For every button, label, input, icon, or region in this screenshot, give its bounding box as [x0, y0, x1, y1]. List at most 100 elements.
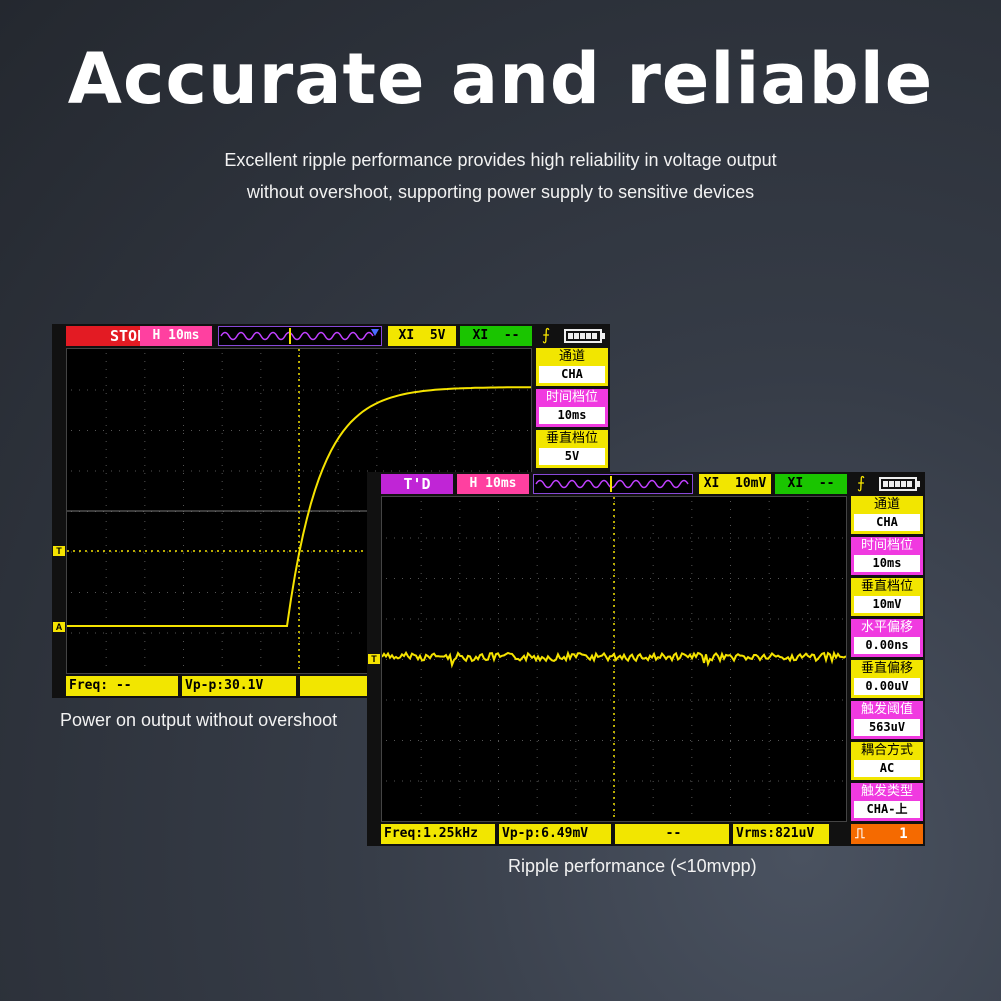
scope2-grid-dot [536, 757, 538, 758]
scope2-grid-dot [522, 699, 523, 701]
scope2-grid-dot [498, 549, 499, 550]
scope1-grid-dot [105, 513, 107, 514]
scope1-grid-dot [105, 465, 107, 466]
scope2-grid-dot [575, 525, 577, 526]
scope2-grid-dot [807, 789, 809, 790]
scope1-grid-dot [144, 481, 146, 482]
scope2-grid-dot [807, 557, 809, 558]
scope2-grid-dot [674, 740, 675, 741]
scope2-grid-dot [594, 578, 595, 579]
scope2-grid-dot [650, 740, 651, 741]
scope2-grid-dot [498, 701, 499, 702]
scope2-grid-dot [546, 578, 547, 579]
scope2-grid-dot [642, 537, 643, 539]
scope2-grid-dot [691, 653, 693, 654]
scope2-grid-dot [730, 749, 731, 750]
scope2-grid-dot [602, 740, 603, 741]
scope1-grid-dot [127, 551, 128, 553]
scope1-grid-dot [105, 369, 107, 370]
scope1-grid-dot [391, 470, 392, 472]
scope2-grid-dot [810, 537, 811, 539]
scope2-grid-dot [652, 613, 654, 614]
scope2-grid-dot [394, 780, 395, 782]
scope2-grid-dot [459, 749, 461, 750]
scope1-grid-dot [453, 369, 455, 370]
scope2-grid-dot [575, 797, 577, 798]
scope1-grid-dot [183, 585, 184, 586]
scope2-grid-dot [434, 659, 435, 660]
scope2-grid-dot [530, 578, 531, 579]
scope1-grid-dot [359, 430, 360, 431]
scope2-grid-dot [614, 637, 615, 638]
scope2-grid-dot [418, 618, 419, 620]
scope2-grid-dot [498, 780, 499, 782]
scope1-grid-dot [260, 617, 262, 618]
scope1-grid-dot [260, 537, 262, 538]
scope1-grid-dot [351, 430, 352, 431]
scope2-grid-dot [602, 537, 603, 539]
scope2-grid-dot [554, 618, 555, 620]
scope2-grid-dot [420, 557, 422, 558]
trigger-edge-icon: ⨍ [541, 327, 551, 344]
scope1-grid-dot [492, 377, 494, 378]
scope2-grid-dot [498, 537, 499, 539]
scope2-grid-dot [650, 578, 651, 579]
scope2-grid-dot [691, 701, 693, 702]
scope2-grid-dot [554, 740, 555, 741]
scope1-grid-dot [221, 593, 223, 594]
scope2-grid-dot [410, 578, 411, 579]
scope2-grid-dot [420, 509, 422, 510]
scope2-grid-dot [578, 578, 579, 579]
scope1-grid-dot [144, 545, 146, 546]
scope1-grid-dot [423, 430, 424, 431]
scope2-grid-dot [768, 589, 770, 590]
scope2-grid-dot [538, 537, 539, 539]
scope1-grid-dot [260, 529, 262, 530]
scope2-grid-dot [768, 645, 770, 646]
scope1-grid-dot [144, 393, 146, 394]
scope2-grid-dot [690, 618, 691, 620]
scope2-grid-dot [459, 797, 461, 798]
scope2-grid-dot [768, 685, 770, 686]
scope1-grid-dot [247, 632, 248, 634]
scope1-grid-dot [287, 470, 288, 472]
scope2-grid-dot [730, 613, 731, 614]
scope1-grid-dot [175, 632, 176, 634]
scope2-grid-dot [674, 780, 675, 782]
scope1-grid-dot [453, 377, 455, 378]
scope1-grid-dot [144, 601, 146, 602]
scope2-grid-dot [722, 740, 723, 741]
scope1-grid-dot [105, 401, 107, 402]
scope2-grid-dot [807, 805, 809, 806]
scope2-grid [381, 497, 847, 821]
scope2-grid-dot [768, 533, 770, 534]
scope2-grid-dot [420, 685, 422, 686]
scope1-grid-dot [367, 430, 368, 431]
scope2-grid-dot [459, 773, 461, 774]
scope2-grid-dot [762, 780, 763, 782]
scope1-grid-dot [183, 409, 184, 410]
scope2-grid-dot [754, 659, 755, 660]
scope2-grid-dot [826, 618, 827, 620]
scope1-grid-dot [105, 497, 107, 498]
scope2-grid-dot [818, 699, 819, 701]
scope2-grid-dot [575, 581, 577, 582]
scope1-grid-dot [105, 377, 107, 378]
scope2-grid-dot [594, 740, 595, 741]
scope2-grid-dot [514, 659, 515, 660]
scope2-grid-dot [450, 740, 451, 741]
scope2-grid-dot [698, 537, 699, 539]
scope2-grid-dot [602, 659, 603, 660]
scope2-grid-dot [691, 557, 693, 558]
